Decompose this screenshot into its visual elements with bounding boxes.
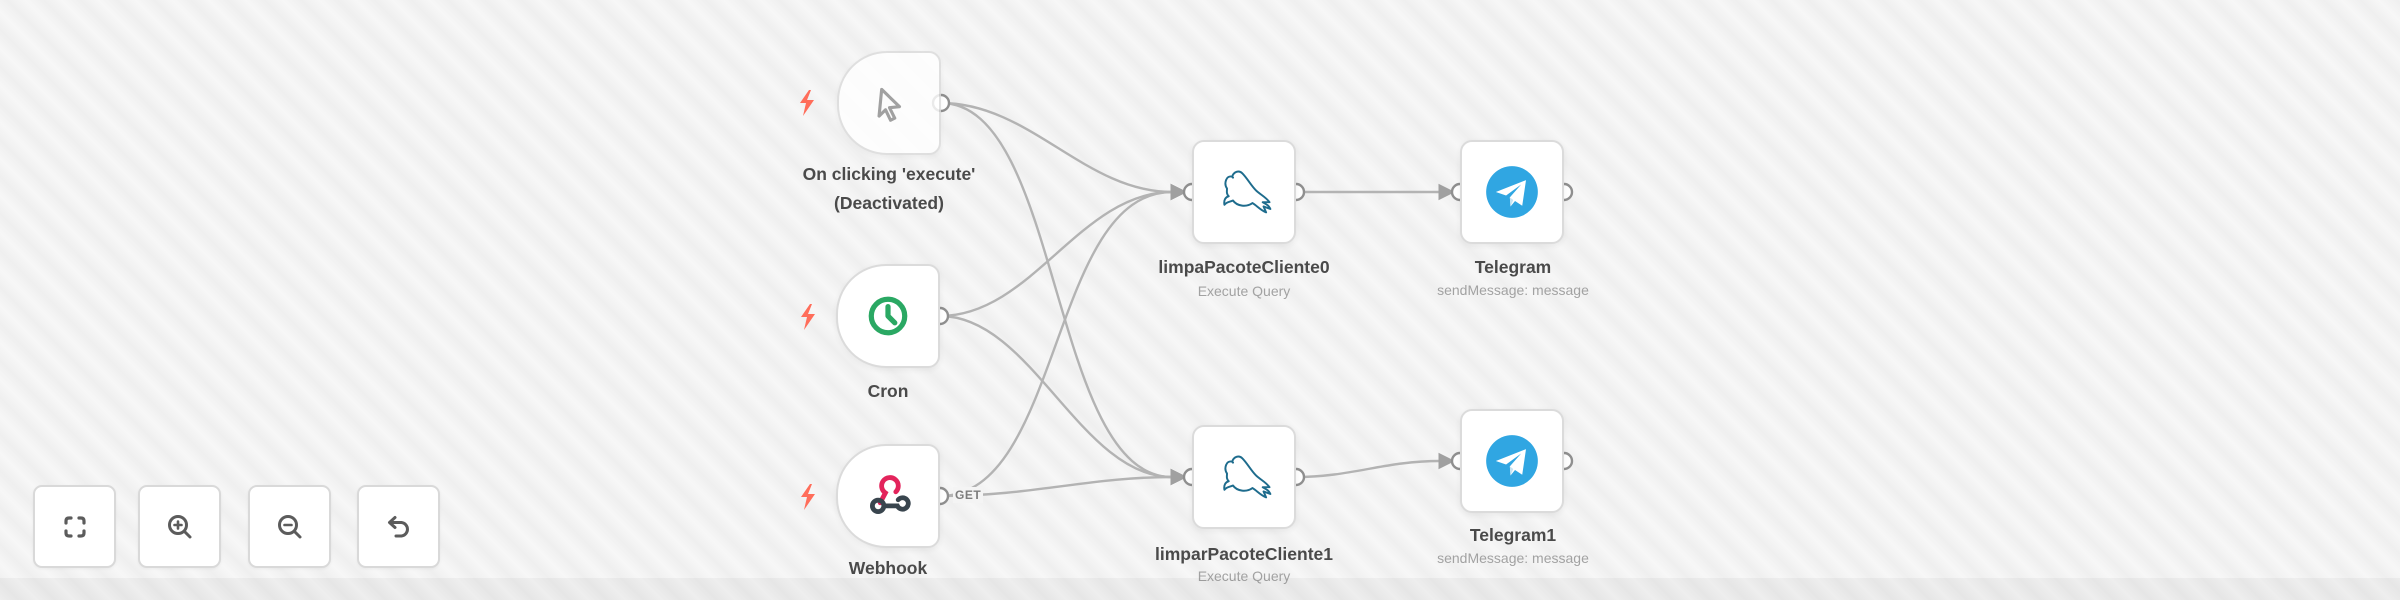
zoom-in-button[interactable]	[138, 485, 221, 568]
connection-execute-to-limpa0[interactable]	[940, 101, 1188, 201]
node-on-clicking-execute[interactable]	[837, 51, 941, 155]
connection-limpar1-to-telegram1[interactable]	[1295, 452, 1456, 479]
webhook-method-label: GET	[953, 487, 984, 503]
node-subtitle: sendMessage: message	[1437, 282, 1589, 298]
node-title: limparPacoteCliente1	[1155, 544, 1333, 564]
connection-webhook-to-limpa0[interactable]	[939, 183, 1188, 498]
trigger-bolt-icon	[801, 484, 815, 510]
node-title: Cron	[867, 381, 909, 401]
canvas-bottom-edge	[0, 578, 2400, 600]
connection-cron-to-limpar1[interactable]	[939, 314, 1188, 486]
node-subtitle: Execute Query	[1197, 283, 1291, 299]
node-title: On clicking 'execute' (Deactivated)	[802, 164, 976, 213]
cursor-icon	[877, 87, 902, 122]
node-cron[interactable]	[836, 264, 940, 368]
zoom-to-fit-icon	[63, 515, 86, 538]
trigger-bolt-icon	[801, 304, 815, 330]
node-webhook[interactable]	[836, 444, 940, 548]
node-subtitle: sendMessage: message	[1437, 550, 1589, 566]
clock-icon	[868, 296, 908, 336]
node-telegram[interactable]	[1460, 140, 1564, 244]
node-title: limpaPacoteCliente0	[1158, 257, 1330, 277]
node-limpa-pacote-cliente0[interactable]	[1192, 140, 1296, 244]
telegram-icon	[1486, 166, 1538, 218]
node-subtitle: Execute Query	[1197, 568, 1291, 584]
zoom-out-icon	[277, 514, 301, 538]
zoom-out-button[interactable]	[248, 485, 331, 568]
node-title: Webhook	[848, 558, 928, 578]
mysql-icon	[1223, 455, 1272, 499]
zoom-to-fit-button[interactable]	[33, 485, 116, 568]
node-limpar-pacote-cliente1[interactable]	[1192, 425, 1296, 529]
node-title: Telegram1	[1469, 525, 1557, 545]
node-title: Telegram	[1474, 257, 1552, 277]
undo-icon	[387, 515, 409, 537]
trigger-bolt-icon	[800, 90, 814, 116]
zoom-in-icon	[167, 514, 191, 538]
connection-execute-to-limpar1[interactable]	[940, 101, 1188, 486]
connection-cron-to-limpa0[interactable]	[939, 183, 1188, 318]
mysql-icon	[1223, 170, 1272, 214]
reset-zoom-button[interactable]	[357, 485, 440, 568]
node-telegram1[interactable]	[1460, 409, 1564, 513]
webhook-icon	[869, 475, 911, 515]
telegram-icon	[1486, 435, 1538, 487]
